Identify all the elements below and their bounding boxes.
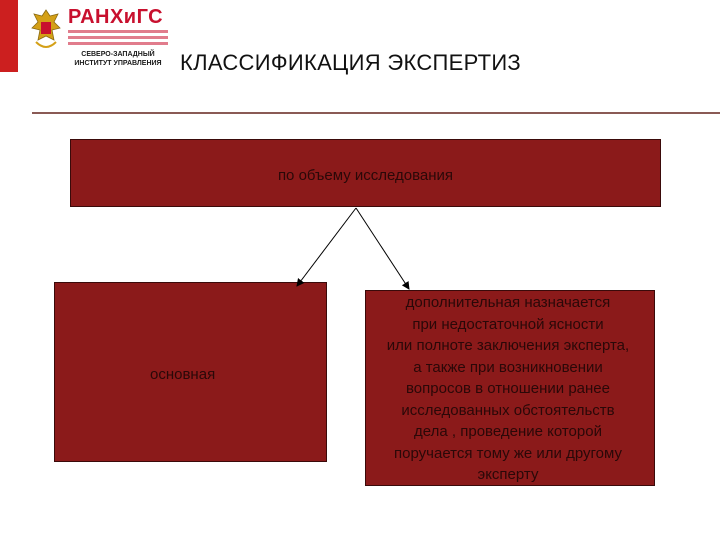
logo-institute: СЕВЕРО-ЗАПАДНЫЙ ИНСТИТУТ УПРАВЛЕНИЯ [68, 50, 168, 68]
additional-line: вопросов в отношении ранее [406, 380, 610, 397]
child-node-additional [365, 290, 655, 486]
child-node-additional-text: дополнительная назначается при недостато… [353, 292, 663, 486]
additional-line: поручается тому же или другому [394, 444, 622, 462]
additional-line: при недостаточной ясности [412, 315, 604, 333]
arrow-to-main [296, 207, 357, 287]
header-divider [32, 112, 720, 114]
additional-line: исследованных обстоятельств [401, 401, 615, 419]
child-node-main: основная [54, 282, 327, 462]
additional-line: или полноте заключения эксперта, [386, 337, 630, 354]
accent-bar [0, 0, 18, 72]
child-node-main-label: основная [150, 366, 216, 383]
eagle-emblem-icon [31, 9, 61, 48]
logo-brand: РАНХиГС [68, 6, 164, 28]
logo-institute-line1: СЕВЕРО-ЗАПАДНЫЙ [81, 51, 155, 58]
logo-institute-line2: ИНСТИТУТ УПРАВЛЕНИЯ [74, 60, 162, 67]
root-node: по объему исследования [70, 139, 661, 207]
ranepa-logo: РАНХиГС СЕВЕРО-ЗАПАДНЫЙ ИНСТИТУТ УПРАВЛЕ… [30, 6, 170, 72]
additional-line: дела , проведение которой [414, 423, 602, 440]
root-node-label: по объему исследования [277, 167, 454, 184]
logo-subtitle-lines [68, 30, 168, 48]
additional-line: эксперту [477, 466, 539, 483]
additional-line: дополнительная назначается [405, 294, 611, 311]
arrow-to-additional [355, 207, 410, 290]
page-title: КЛАССИФИКАЦИЯ ЭКСПЕРТИЗ [180, 50, 522, 75]
additional-line: а также при возникновении [413, 358, 603, 376]
